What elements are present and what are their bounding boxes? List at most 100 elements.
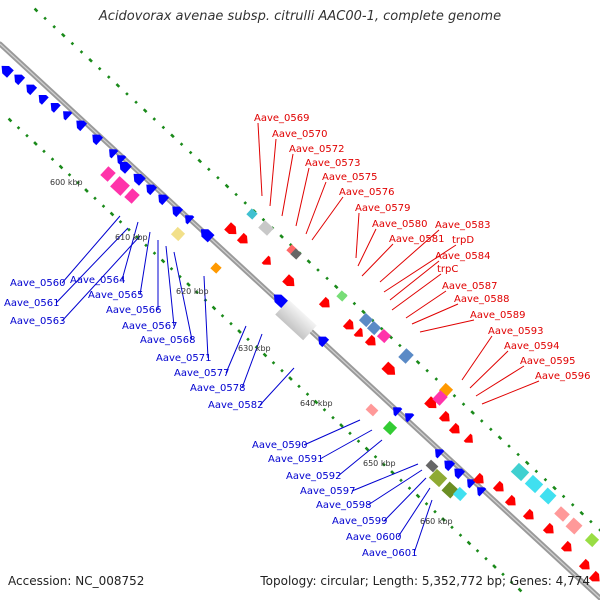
forward-label-leader [269, 138, 277, 207]
gc-dash-inner [229, 321, 233, 326]
gc-dash-inner [160, 258, 166, 264]
gc-dash-outer [434, 377, 439, 381]
gc-dash-inner [144, 243, 148, 248]
gc-dash-inner [42, 149, 46, 154]
forward-label-leader [361, 243, 394, 277]
gc-dash-inner [169, 267, 174, 271]
gc-dash-outer [507, 444, 511, 448]
gene-forward-arrow [353, 327, 363, 337]
forward-gene-label: Aave_0579 [355, 203, 411, 214]
gc-dash-inner [364, 446, 370, 452]
gc-dash-outer [425, 368, 429, 373]
gc-dash-inner [313, 399, 319, 405]
gene-block [398, 348, 414, 364]
gc-dash-outer [33, 7, 39, 13]
map-title: Acidovorax avenae subsp. citrulli AAC00-… [98, 9, 502, 24]
gc-dash-outer [316, 268, 320, 272]
gene-reverse-arrow [405, 413, 415, 423]
forward-label-leader [461, 335, 493, 381]
gc-dash-inner [195, 290, 199, 295]
gene-block [124, 188, 140, 204]
gc-dash-inner [484, 556, 488, 561]
gc-dash-inner [509, 580, 514, 584]
forward-label-leader [389, 260, 440, 301]
gc-dash-inner [7, 117, 13, 123]
gc-dash-outer [570, 503, 575, 507]
gc-dash-outer [142, 108, 148, 113]
forward-label-leader [305, 181, 327, 235]
gc-dash-outer [161, 125, 166, 130]
gc-dash-outer [170, 133, 175, 139]
reverse-gene-label: Aave_0565 [88, 290, 144, 301]
gene-block [524, 474, 544, 494]
gene-forward-arrow [463, 433, 473, 443]
gene-block [584, 532, 600, 548]
gc-dash-outer [97, 66, 102, 71]
gc-dash-outer [197, 158, 203, 164]
gc-dash-outer [589, 519, 593, 524]
gc-dash-outer [598, 528, 600, 532]
gene-block [275, 299, 317, 341]
gc-dash-inner [220, 314, 225, 318]
gc-dash-inner [501, 572, 505, 577]
forward-gene-label: Aave_0596 [535, 371, 591, 382]
gc-dash-outer [306, 259, 312, 264]
gc-dash-outer [452, 394, 457, 398]
gene-forward-arrow [448, 422, 460, 434]
gene-reverse-arrow [435, 449, 445, 459]
gene-reverse-arrow [14, 74, 26, 86]
gc-dash-outer [224, 183, 230, 189]
gene-reverse-arrow [467, 479, 477, 489]
gc-dash-inner [58, 164, 64, 170]
reverse-label-leader [61, 215, 121, 284]
gene-forward-arrow [364, 334, 376, 346]
gc-dash-outer [188, 150, 193, 155]
gc-dash-outer [470, 410, 475, 415]
gc-dash-outer [234, 192, 238, 197]
gc-dash-outer [352, 301, 357, 306]
gene-reverse-arrow [38, 94, 49, 105]
gc-dash-outer [489, 427, 493, 432]
gene-block [170, 226, 186, 242]
gc-dash-inner [109, 211, 115, 217]
gene-block [382, 420, 398, 436]
gene-reverse-arrow [454, 468, 466, 480]
gene-block [425, 459, 439, 473]
gene-reverse-arrow [185, 215, 195, 225]
gene-block [336, 290, 348, 302]
reverse-label-leader [337, 439, 383, 477]
reverse-gene-label: Aave_0563 [10, 316, 66, 327]
reverse-gene-label: Aave_0571 [156, 353, 212, 364]
gene-block [510, 462, 530, 482]
gc-dash-inner [67, 173, 72, 177]
gc-dash-inner [399, 478, 403, 483]
gc-dash-outer [361, 309, 366, 315]
gene-block [539, 487, 557, 505]
forward-gene-label: Aave_0594 [504, 341, 560, 352]
tick-label: 650 kbp [363, 459, 396, 468]
reverse-gene-label: Aave_0597 [300, 486, 356, 497]
forward-label-leader [357, 228, 377, 267]
forward-label-leader [475, 365, 525, 397]
forward-label-leader [391, 273, 442, 311]
gene-forward-arrow [588, 570, 600, 582]
gene-reverse-arrow [26, 84, 38, 96]
reverse-gene-label: Aave_0561 [4, 298, 60, 309]
gene-track [1, 65, 600, 582]
gc-dash-inner [186, 282, 191, 287]
gc-dash-inner [373, 455, 378, 459]
forward-gene-label: Aave_0580 [372, 219, 428, 230]
reverse-label-leader [319, 429, 373, 460]
gc-dash-inner [492, 564, 497, 569]
gc-dash-inner [450, 525, 454, 530]
gc-dash-inner [211, 305, 217, 311]
gene-forward-arrow [282, 274, 295, 287]
gc-dash-outer [43, 16, 47, 21]
gene-block [366, 320, 382, 336]
reverse-gene-label: Aave_0567 [122, 321, 178, 332]
gene-block [100, 166, 116, 182]
gc-dash-inner [297, 384, 301, 389]
forward-gene-label: Aave_0595 [520, 356, 576, 367]
forward-label-leader [355, 212, 360, 259]
